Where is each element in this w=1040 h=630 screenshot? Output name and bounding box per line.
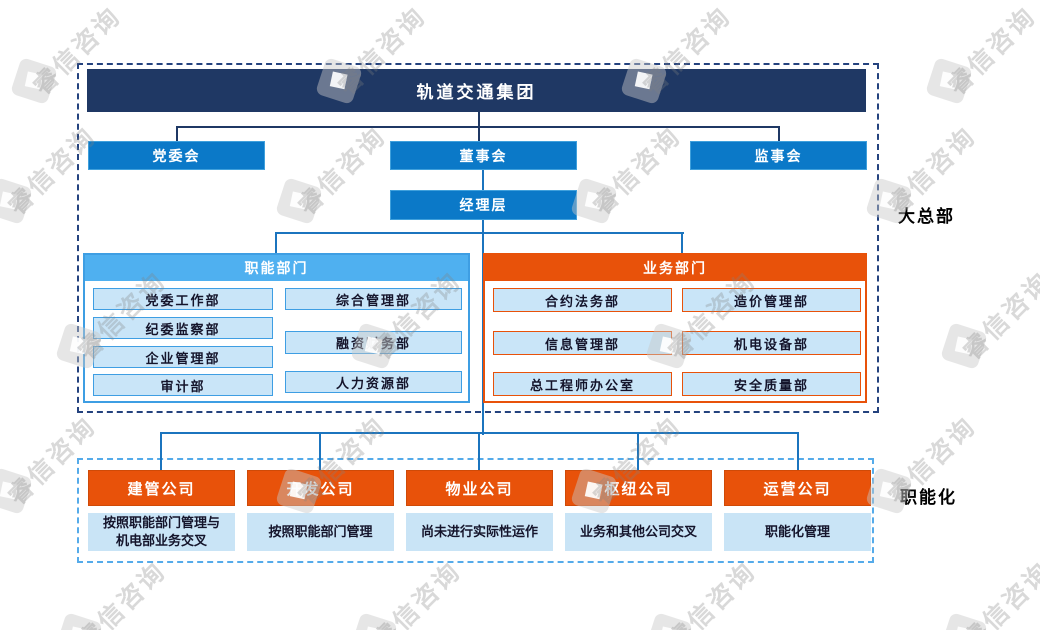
watermark-logo-icon — [0, 467, 33, 515]
connector-line — [176, 126, 780, 128]
connector-line — [797, 432, 799, 470]
party-committee-box: 党委会 — [88, 141, 265, 170]
company-note-text: 按照职能部门管理与机电部业务交叉 — [103, 514, 221, 548]
company-label: 物业公司 — [445, 481, 514, 498]
company-box: 枢纽公司 — [565, 470, 712, 506]
company-label: 枢纽公司 — [604, 481, 673, 498]
dept-box: 审计部 — [93, 374, 273, 396]
board-of-directors-box: 董事会 — [390, 141, 577, 170]
watermark-logo-icon — [350, 612, 398, 630]
supervisory-board-label: 监事会 — [754, 149, 803, 165]
dept-box: 综合管理部 — [285, 288, 462, 310]
dept-box: 安全质量部 — [682, 372, 861, 396]
watermark-logo-icon — [925, 57, 973, 105]
board-of-directors-label: 董事会 — [459, 149, 508, 165]
company-note: 按照职能部门管理与机电部业务交叉 — [88, 513, 235, 551]
watermark-logo-icon — [0, 177, 33, 225]
company-note: 按照职能部门管理 — [247, 513, 394, 551]
management-layer-box: 经理层 — [390, 190, 577, 220]
connector-line — [681, 232, 683, 253]
connector-line — [637, 432, 639, 470]
watermark-text: 睿信咨询 — [368, 557, 467, 630]
company-box: 物业公司 — [406, 470, 553, 506]
watermark: 睿信咨询 — [865, 90, 1040, 230]
dept-label: 审计部 — [160, 378, 206, 394]
watermark-text: 睿信咨询 — [73, 557, 172, 630]
company-note: 尚未进行实际性运作 — [406, 513, 553, 551]
functionalization-section-text: 职能化 — [900, 488, 957, 507]
dept-label: 党委工作部 — [145, 292, 221, 308]
watermark-text: 睿信咨询 — [958, 267, 1040, 366]
watermark-logo-icon — [10, 57, 58, 105]
dept-box: 机电设备部 — [682, 331, 861, 355]
group-root-box: 轨道交通集团 — [87, 69, 866, 112]
company-note-text: 按照职能部门管理 — [268, 523, 373, 539]
dept-label: 安全质量部 — [733, 377, 809, 393]
watermark-text: 睿信咨询 — [663, 557, 762, 630]
company-note-text: 尚未进行实际性运作 — [421, 523, 539, 539]
business-departments-title: 业务部门 — [643, 262, 707, 277]
supervisory-board-box: 监事会 — [690, 141, 867, 170]
watermark-logo-icon — [55, 612, 103, 630]
company-label: 开发公司 — [286, 481, 355, 498]
dept-label: 造价管理部 — [733, 293, 809, 309]
dept-box: 合约法务部 — [493, 288, 672, 312]
dept-box: 纪委监察部 — [93, 317, 273, 339]
dept-label: 人力资源部 — [335, 375, 411, 391]
company-note-text: 业务和其他公司交叉 — [580, 523, 698, 539]
company-label: 运营公司 — [763, 481, 832, 498]
dept-label: 企业管理部 — [145, 350, 221, 366]
connector-line — [176, 126, 178, 142]
company-box: 建管公司 — [88, 470, 235, 506]
watermark-text: 睿信咨询 — [943, 2, 1040, 101]
dept-box: 造价管理部 — [682, 288, 861, 312]
watermark: 睿信咨询 — [925, 0, 1040, 110]
dept-label: 总工程师办公室 — [529, 377, 635, 393]
dept-box: 总工程师办公室 — [493, 372, 672, 396]
functional-departments-title: 职能部门 — [244, 262, 309, 277]
dept-label: 机电设备部 — [733, 336, 809, 352]
connector-line — [482, 170, 484, 191]
watermark: 睿信咨询 — [940, 235, 1040, 375]
watermark: 睿信咨询 — [940, 525, 1040, 630]
headquarters-section-label: 大总部 — [898, 202, 955, 227]
connector-line — [778, 126, 780, 142]
connector-line — [275, 232, 277, 253]
company-note: 职能化管理 — [724, 513, 871, 551]
subsidiaries-section-frame — [77, 458, 874, 563]
headquarters-section-frame — [77, 63, 879, 413]
connector-line — [275, 232, 684, 234]
dept-label: 信息管理部 — [544, 336, 620, 352]
company-note: 业务和其他公司交叉 — [565, 513, 712, 551]
business-departments-header: 业务部门 — [485, 255, 865, 281]
dept-box: 党委工作部 — [93, 288, 273, 310]
dept-label: 合约法务部 — [544, 293, 620, 309]
dept-box: 人力资源部 — [285, 371, 462, 393]
dept-box: 企业管理部 — [93, 346, 273, 368]
connector-line — [478, 432, 480, 470]
dept-label: 融资财务部 — [335, 336, 411, 351]
company-box: 运营公司 — [724, 470, 871, 506]
watermark-logo-icon — [940, 612, 988, 630]
dept-label: 纪委监察部 — [145, 321, 221, 337]
dept-box: 信息管理部 — [493, 331, 672, 355]
watermark-logo-icon — [645, 612, 693, 630]
management-layer-label: 经理层 — [459, 199, 508, 214]
group-root-label: 轨道交通集团 — [416, 83, 537, 102]
party-committee-label: 党委会 — [152, 149, 201, 165]
company-note-text: 职能化管理 — [764, 523, 830, 539]
company-box: 开发公司 — [247, 470, 394, 506]
functionalization-section-label: 职能化 — [900, 483, 957, 508]
headquarters-section-text: 大总部 — [898, 207, 955, 226]
watermark-logo-icon — [940, 322, 988, 370]
connector-line — [160, 432, 162, 470]
company-label: 建管公司 — [127, 481, 196, 498]
dept-box: 融资财务部 — [285, 331, 462, 354]
watermark-text: 睿信咨询 — [958, 557, 1040, 630]
dept-label: 综合管理部 — [335, 292, 411, 308]
connector-line — [319, 432, 321, 470]
functional-departments-header: 职能部门 — [85, 255, 468, 281]
